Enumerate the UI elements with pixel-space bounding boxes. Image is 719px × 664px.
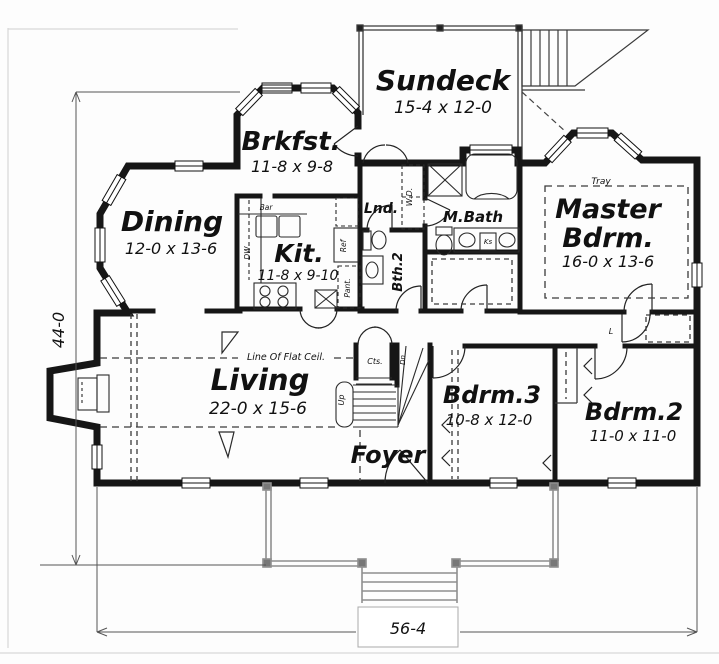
- label-flat-ceiling: Line Of Flat Ceil.: [247, 352, 325, 363]
- stairs: [335, 345, 430, 428]
- room-size-bedroom3: 10-8 x 12-0: [446, 411, 533, 429]
- label-coats-closet: Cts.: [367, 357, 382, 366]
- label-stairs-up: Up: [337, 395, 346, 406]
- laundry-door: [366, 204, 393, 231]
- labels: Sundeck 15-4 x 12-0 Brkfst. 11-8 x 9-8 D…: [49, 64, 683, 638]
- deck-stairs: [521, 29, 650, 91]
- room-size-living: 22-0 x 15-6: [209, 399, 307, 419]
- breakfast-deck-door: [333, 125, 359, 157]
- window-tub-bay: [469, 144, 513, 156]
- room-label-breakfast: Brkfst.: [241, 127, 340, 157]
- label-linen: L: [609, 327, 613, 336]
- window-master-bay-right: [613, 132, 643, 160]
- page-edge-lines: [0, 28, 719, 654]
- bedroom2-closet-lines: [555, 348, 578, 404]
- label-pantry: Pant.: [343, 278, 352, 297]
- master-bath-fixtures: [427, 153, 520, 256]
- window-dining-top: [174, 160, 204, 172]
- window-master-bay-left: [544, 134, 572, 164]
- hall-chase-x-box: [314, 289, 338, 309]
- window-master-bay: [576, 127, 609, 139]
- room-label-laundry: Lnd.: [364, 201, 398, 217]
- room-label-kitchen: Kit.: [274, 239, 323, 268]
- room-size-dining: 12-0 x 13-6: [125, 239, 217, 258]
- window-living-left: [91, 444, 103, 470]
- window-dining-left: [94, 227, 106, 263]
- window-breakfast-1: [261, 82, 293, 94]
- sundeck-french-doors: [362, 144, 409, 164]
- room-label-dining: Dining: [121, 205, 223, 238]
- dimension-lines: [40, 91, 698, 648]
- coats-closet-shelf: [356, 377, 392, 385]
- kitchen-fixtures: [238, 197, 361, 310]
- window-bedroom3: [489, 477, 518, 489]
- coats-closet-doors: [357, 326, 393, 346]
- label-knee-space: Ks: [484, 238, 493, 246]
- room-size-bedroom2: 11-0 x 11-0: [590, 427, 677, 445]
- fireplace: [77, 374, 110, 413]
- window-master-right: [691, 262, 703, 288]
- window-breakfast-2: [300, 82, 332, 94]
- bedroom3-door: [432, 345, 466, 379]
- room-label-living: Living: [211, 363, 310, 397]
- window-bedroom2: [607, 477, 637, 489]
- garden-tub: [465, 153, 518, 200]
- windows: [91, 82, 703, 489]
- label-bar: Bar: [260, 203, 274, 212]
- dashed-lines: [100, 185, 691, 481]
- deck-roof-dashed-line: [521, 91, 567, 133]
- living-column-line: [130, 314, 138, 481]
- room-label-bedroom2: Bdrm.2: [585, 398, 683, 426]
- room-size-kitchen: 11-8 x 9-10: [258, 268, 339, 284]
- double-vanity: [453, 227, 520, 253]
- master-closet-door: [460, 284, 488, 312]
- dimension-width: 56-4: [390, 619, 426, 638]
- room-label-master-2: Bdrm.: [562, 223, 654, 254]
- doors: [299, 125, 653, 484]
- closet-chevrons: [441, 357, 593, 472]
- room-label-bedroom3: Bdrm.3: [443, 381, 541, 409]
- window-dining-bay-upper: [101, 173, 127, 207]
- room-label-master-bath: M.Bath: [443, 208, 503, 226]
- bath2-fixtures: [361, 230, 387, 285]
- window-breakfast-bay-left: [234, 87, 264, 117]
- room-label-bath2: Bth.2: [391, 252, 406, 291]
- front-door: [384, 449, 429, 484]
- linen-closet-shelf: [645, 314, 691, 343]
- shower: [427, 163, 463, 197]
- bath2-door: [395, 285, 422, 312]
- label-dishwasher: DW: [243, 246, 252, 260]
- window-dining-bay-lower: [100, 274, 126, 308]
- bedroom2-door: [594, 346, 628, 380]
- window-breakfast-bay-right: [331, 85, 361, 115]
- window-living-2: [299, 477, 329, 489]
- flat-ceiling-lines: [100, 357, 361, 481]
- label-refrigerator: Ref: [339, 238, 348, 252]
- porch-steps: [361, 566, 458, 603]
- toilet: [435, 226, 453, 256]
- label-stairs-dn: Dn: [399, 355, 407, 365]
- room-label-sundeck: Sundeck: [376, 64, 513, 97]
- master-bath-door: [424, 197, 451, 227]
- tray-ceiling-outline: [544, 185, 689, 299]
- front-porch: [262, 482, 559, 603]
- window-living-1: [181, 477, 211, 489]
- bedroom3-closet-lines: [451, 350, 459, 479]
- dimension-depth: 44-0: [49, 312, 68, 348]
- laundry-fixtures: [401, 164, 425, 230]
- label-tray-ceiling: Tray: [591, 177, 611, 187]
- sundeck-deck-outline: [356, 24, 523, 163]
- label-washer-dryer: W.D.: [405, 188, 414, 207]
- linen-closet-door: [621, 313, 651, 343]
- room-size-breakfast: 11-8 x 9-8: [251, 157, 333, 176]
- ceiling-slope-markers: [218, 331, 240, 460]
- room-label-foyer: Foyer: [351, 441, 428, 469]
- room-size-master: 16-0 x 13-6: [562, 252, 654, 271]
- master-closet-shelves: [431, 258, 513, 305]
- kitchen-opening-arcs: [299, 308, 338, 329]
- room-size-sundeck: 15-4 x 12-0: [394, 98, 492, 118]
- room-label-master-1: Master: [555, 194, 662, 225]
